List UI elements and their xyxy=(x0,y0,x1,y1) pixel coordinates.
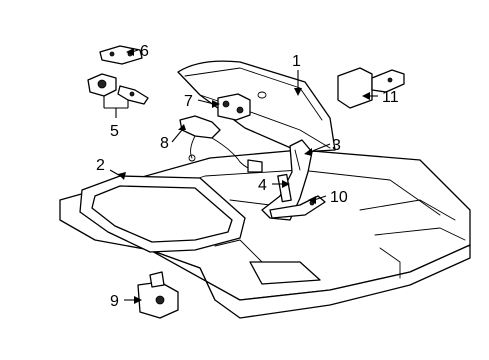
callout-11: 11 xyxy=(382,89,399,106)
release-actuator-part-9 xyxy=(137,271,179,319)
gas-strut-part-4 xyxy=(277,173,292,203)
lid-latch-part-7 xyxy=(217,93,251,121)
module-part-11 xyxy=(337,67,405,109)
callout-2: 2 xyxy=(96,157,105,174)
weatherstrip-part-2 xyxy=(79,175,246,253)
striker-plate-part-6 xyxy=(99,45,143,65)
callout-6: 6 xyxy=(140,43,149,60)
callout-labels: 1 2 3 4 5 6 7 8 9 10 11 xyxy=(96,43,399,310)
callout-7: 7 xyxy=(184,93,193,110)
trunk-lid-part-1 xyxy=(177,60,336,153)
callout-1: 1 xyxy=(292,53,301,70)
callout-8: 8 xyxy=(160,135,169,152)
callout-4: 4 xyxy=(258,177,267,194)
wiring-harness-part-8 xyxy=(179,115,263,173)
callout-3: 3 xyxy=(332,137,341,154)
callout-5: 5 xyxy=(110,123,119,140)
leader-lines xyxy=(103,48,378,304)
latch-components-part-5 xyxy=(87,73,149,105)
callout-9: 9 xyxy=(110,293,119,310)
callout-10: 10 xyxy=(330,189,348,206)
